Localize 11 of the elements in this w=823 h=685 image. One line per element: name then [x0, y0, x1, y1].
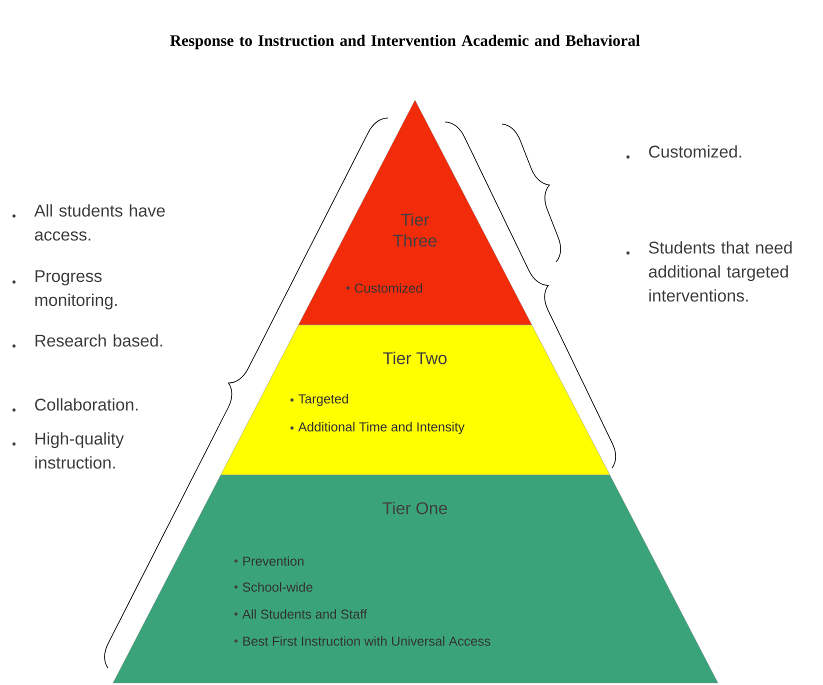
bullet-text: Students that need additional targeted interventions.	[626, 241, 792, 302]
bullet-text: Progress monitoring.	[12, 270, 117, 310]
bullet-text: High-quality instruction.	[12, 432, 124, 469]
bullet-text: Research based.	[12, 334, 162, 348]
tier-band: Tier Two Targeted Additional Time and Intensity	[220, 324, 610, 476]
tier-band: Tier Three Customized	[298, 100, 532, 326]
bullet-text: Customized.	[626, 145, 742, 159]
bullet-text: Collaboration.	[12, 398, 138, 412]
tier-band: Tier One Prevention School-wide All Students and Staff Best First Instruction with Universal Access	[112, 474, 718, 684]
title: Response to Instruction and Intervention Academic and Behavioral	[170, 34, 640, 50]
bullet-text: All students have access.	[12, 204, 165, 241]
